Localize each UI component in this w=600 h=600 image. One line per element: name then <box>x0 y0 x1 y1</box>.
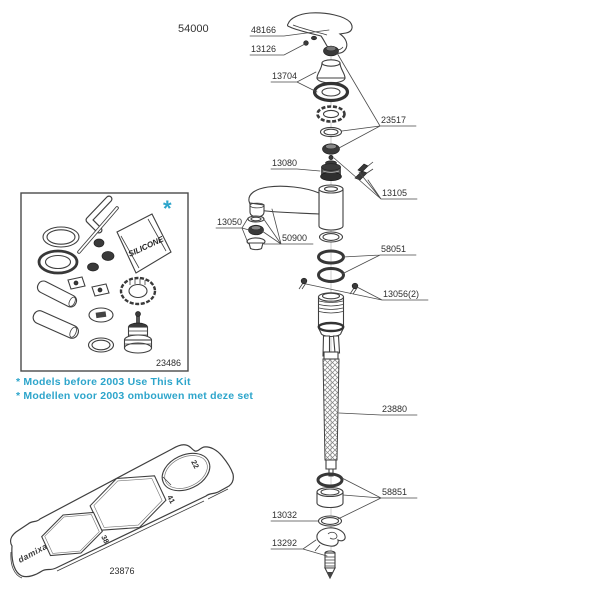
part-label-dome-kit: 13704 <box>272 71 297 81</box>
part-label-handle-kit: 48166 <box>251 25 276 35</box>
plate-hole-22-label: 22 <box>189 458 201 470</box>
plate-part-number: 23876 <box>109 566 134 576</box>
kit-part-number: 23486 <box>156 358 181 368</box>
part-label-base-washer: 13032 <box>272 510 297 520</box>
screw-washer-drawing <box>311 35 317 41</box>
wrench-plate: 22 41 38 damixa 23876 <box>10 444 234 579</box>
base-rings-drawing <box>316 472 344 527</box>
kit-asterisk-marker: * <box>163 196 172 221</box>
valve-body-drawing <box>317 292 345 338</box>
kit-contents-drawing: SILICONE <box>32 195 172 354</box>
part-label-screw-set: 13056(2) <box>383 289 419 299</box>
part-label-bearing-kit: 23517 <box>381 115 406 125</box>
clip-set-drawing <box>354 161 374 181</box>
mounting-screws-drawing <box>298 277 359 295</box>
part-label-oring-set: 58051 <box>381 244 406 254</box>
note-dutch: * Modellen voor 2003 ombouwen met deze s… <box>16 390 253 402</box>
body-spout-drawing <box>248 184 344 231</box>
trim-stack-drawing <box>312 45 350 160</box>
note-english: * Models before 2003 Use This Kit <box>16 376 191 388</box>
part-label-base-seal-kit: 58851 <box>382 487 407 497</box>
plate-hole-41-label: 41 <box>165 493 177 505</box>
part-label-mounting-clamp: 13292 <box>272 538 297 548</box>
handle-drawing <box>286 12 353 54</box>
part-labels: 48166 13126 13704 23517 13080 13105 1305… <box>215 25 429 557</box>
part-label-cartridge: 13080 <box>272 158 297 168</box>
faucet-exploded-view: 54000 <box>178 12 429 580</box>
plate-hole-38: 38 <box>41 511 111 557</box>
part-label-handle-screw: 13126 <box>251 44 276 54</box>
cartridge-drawing <box>320 160 342 182</box>
model-number: 54000 <box>178 23 209 35</box>
aerator-drawing <box>246 215 266 251</box>
plate-hole-41: 41 <box>89 475 177 531</box>
part-label-aerator-kit: 13050 <box>217 217 242 227</box>
conversion-kit-box: * SILICONE <box>20 192 189 372</box>
plate-hole-22: 22 <box>161 452 211 492</box>
plate-hole-38-label: 38 <box>99 533 111 545</box>
part-label-spout-assembly: 50900 <box>282 233 307 243</box>
hose-drawing <box>322 335 341 477</box>
clamp-drawing <box>314 527 346 580</box>
part-label-clip-set: 13105 <box>382 188 407 198</box>
part-label-supply-hose: 23880 <box>382 404 407 414</box>
